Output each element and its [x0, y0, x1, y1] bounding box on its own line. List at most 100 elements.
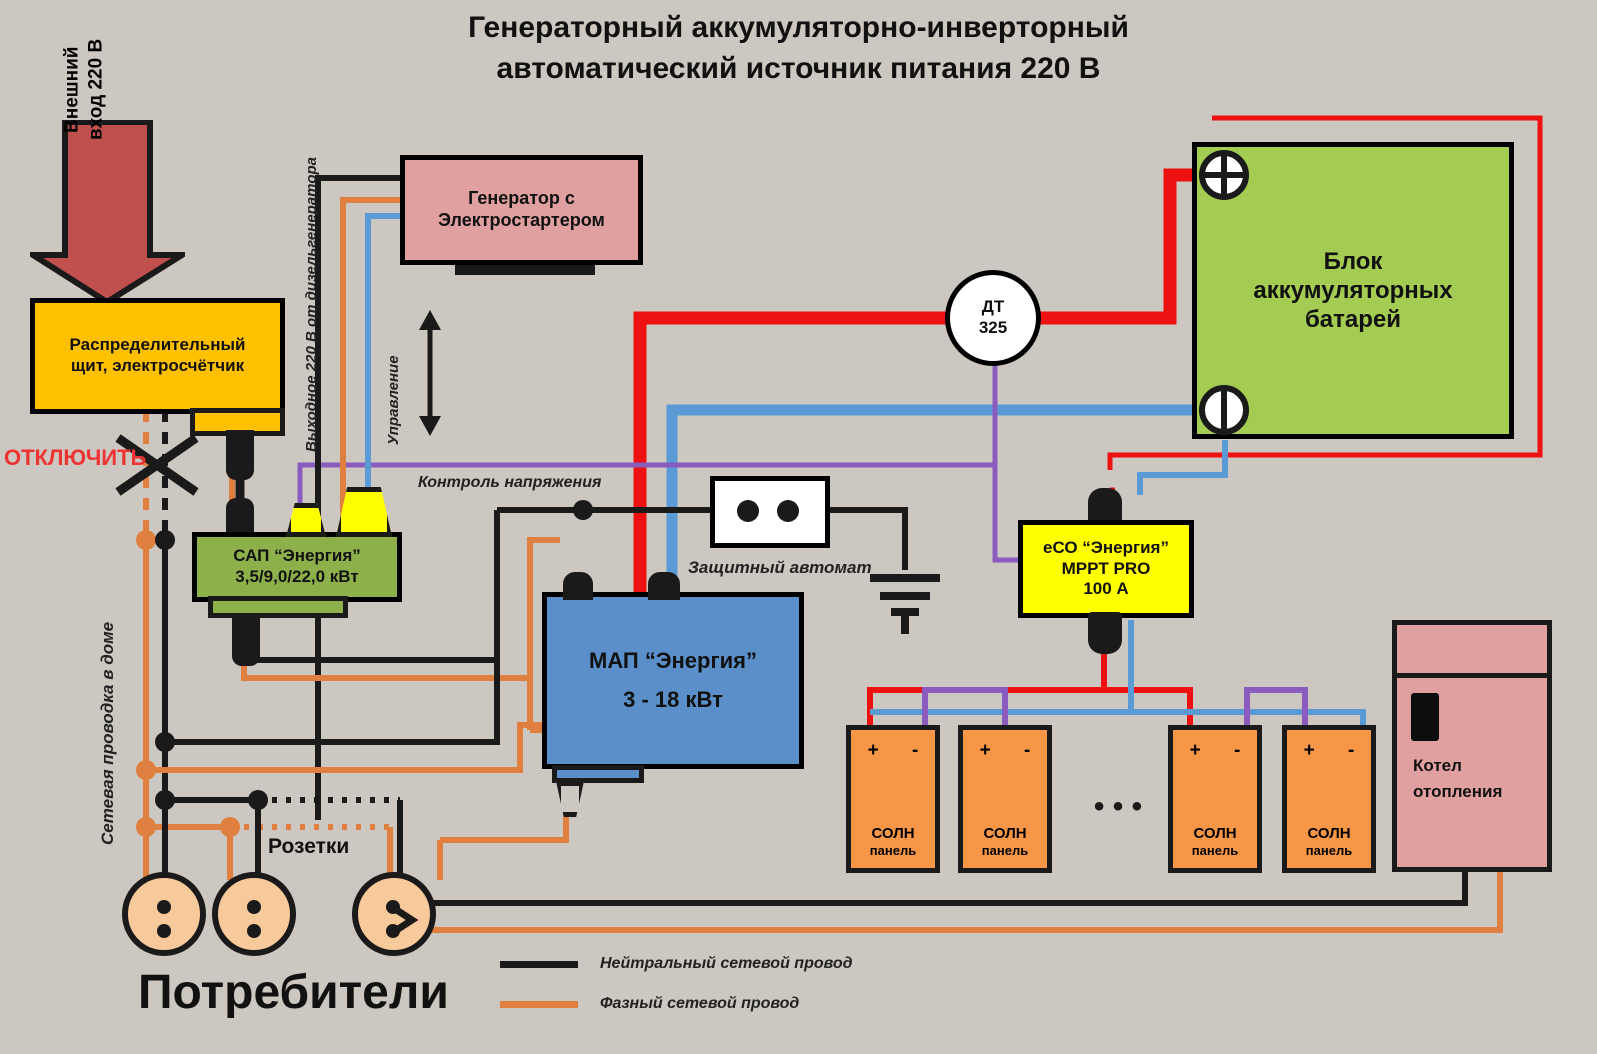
solar-plus-2: +: [979, 740, 991, 761]
solar-minus-3: -: [1234, 740, 1241, 761]
socket-connector-icon: [390, 904, 419, 936]
plug-panel-out: [226, 430, 254, 480]
solar-sub-3: панель: [1191, 843, 1239, 859]
socket-3[interactable]: [352, 872, 436, 956]
junction-dot: [155, 530, 175, 550]
solar-title-2: СОЛН: [983, 824, 1027, 842]
junction-dot: [248, 790, 268, 810]
solar-minus-4: -: [1348, 740, 1355, 761]
mppt-box[interactable]: еСО “Энергия” MPPT PRO 100 А: [1018, 520, 1194, 618]
map-line-2: 3 - 18 кВт: [623, 686, 723, 712]
solar-panel-4[interactable]: + - СОЛН панель: [1282, 725, 1376, 873]
title-line-1: Генераторный аккумуляторно-инверторный: [468, 11, 1129, 44]
control-arrow-head-up: [419, 310, 441, 330]
wire-solar-link-purple-2: [1244, 687, 1308, 730]
solar-minus-2: -: [1024, 740, 1031, 761]
wire-dt-control-purple: [297, 358, 998, 510]
map-plug-right: [648, 572, 680, 600]
mppt-line-1: еСО “Энергия”: [1043, 537, 1169, 557]
breaker-caption: Защитный автомат: [688, 558, 872, 577]
solar-sub-2: панель: [981, 843, 1029, 859]
legend-label-neutral: Нейтральный сетевой провод: [600, 955, 853, 972]
map-foot: [552, 765, 644, 783]
map-plug-left: [563, 572, 593, 600]
solar-title-4: СОЛН: [1307, 824, 1351, 842]
map-box[interactable]: МАП “Энергия” 3 - 18 кВт: [542, 592, 804, 769]
socket-hole: [157, 900, 171, 914]
wire-boiler-phase: [400, 870, 1503, 933]
sap-foot: [208, 596, 348, 618]
boiler-line-2: отопления: [1413, 781, 1503, 801]
solar-title-1: СОЛН: [871, 824, 915, 842]
socket-1[interactable]: [122, 872, 206, 956]
legend-row-neutral: Нейтральный сетевой провод: [500, 955, 853, 973]
map-line-1: МАП “Энергия”: [589, 647, 757, 673]
wire-gen-phase-orange: [340, 197, 405, 515]
disconnect-x-line-2: [115, 434, 199, 496]
sap-line-2: 3,5/9,0/22,0 кВт: [235, 567, 359, 586]
plug-sap-out: [232, 614, 260, 666]
wire-battery-minus-mppt: [1137, 440, 1228, 495]
solar-plus-4: +: [1303, 740, 1315, 761]
legend: Нейтральный сетевой провод Фазный сетево…: [500, 955, 853, 1013]
generator-line-2: Электростартером: [438, 210, 605, 230]
boiler-box[interactable]: Котел отопления: [1392, 620, 1552, 872]
breaker-box[interactable]: [710, 476, 830, 548]
generator-box[interactable]: Генератор с Электростартером: [400, 155, 643, 265]
legend-swatch-phase: [500, 1000, 578, 1008]
external-input-label: Внешний вход 220 В: [61, 38, 107, 140]
dt-line-1: ДТ: [981, 297, 1005, 317]
socket-2[interactable]: [212, 872, 296, 956]
socket-hole: [157, 924, 171, 938]
solar-ellipsis: • • •: [1093, 790, 1143, 823]
wire-boiler-neutral: [400, 870, 1468, 906]
wire-gen-control-blue: [365, 213, 405, 520]
solar-plus-3: +: [1189, 740, 1201, 761]
consumers-label: Потребители: [138, 966, 449, 1019]
solar-panel-1[interactable]: + - СОЛН панель: [846, 725, 940, 873]
page-title: Генераторный аккумуляторно-инверторный а…: [0, 8, 1597, 89]
junction-dot: [155, 732, 175, 752]
junction-dot: [155, 790, 175, 810]
solar-title-3: СОЛН: [1193, 824, 1237, 842]
mppt-line-2: MPPT PRO: [1061, 558, 1151, 578]
battery-block-box[interactable]: Блок аккумуляторных батарей: [1192, 142, 1514, 439]
socket-hole: [247, 924, 261, 938]
dt-line-2: 325: [978, 318, 1008, 337]
solar-panel-3[interactable]: + - СОЛН панель: [1168, 725, 1262, 873]
mppt-plug-bottom: [1088, 612, 1122, 654]
boiler-display: [1411, 693, 1439, 741]
wire-battery-loop-red: [1107, 115, 1543, 470]
junction-dot: [136, 530, 156, 550]
junction-dot: [136, 817, 156, 837]
sap-box[interactable]: САП “Энергия” 3,5/9,0/22,0 кВт: [192, 532, 402, 602]
arrow-shape: [22, 119, 193, 306]
control-arrow-head-down: [419, 416, 441, 436]
wire-mppt-solar-blue-right: [1131, 709, 1366, 730]
external-input-arrow: Внешний вход 220 В: [22, 39, 193, 306]
wire-breaker-right-ground: [828, 507, 908, 570]
solar-sub-4: панель: [1305, 843, 1353, 859]
solar-panel-2[interactable]: + - СОЛН панель: [958, 725, 1052, 873]
distribution-panel-line-2: щит, электросчётчик: [70, 356, 245, 375]
boiler-top-panel: [1397, 625, 1547, 678]
generator-line-1: Генератор с: [468, 188, 575, 209]
home-wiring-label: Сетевая проводка в доме: [98, 621, 117, 845]
legend-row-phase: Фазный сетевой провод: [500, 995, 853, 1013]
sockets-label: Розетки: [268, 835, 350, 858]
generator-output-label: Выходное 220 В от дизельгенератора: [303, 157, 320, 452]
wire-dc-plus-to-map: [633, 311, 960, 600]
legend-label-phase: Фазный сетевой провод: [600, 995, 800, 1012]
boiler-line-1: Котел: [1413, 756, 1462, 775]
voltage-control-label: Контроль напряжения: [418, 474, 602, 491]
distribution-panel-line-1: Распределительный: [69, 335, 246, 355]
wire-dt-to-mppt-purple: [992, 465, 1020, 563]
sap-line-1: САП “Энергия”: [233, 546, 361, 566]
mppt-line-3: 100 А: [1083, 579, 1129, 599]
distribution-panel-box[interactable]: Распределительный щит, электросчётчик: [30, 298, 285, 414]
solar-minus-1: -: [912, 740, 919, 761]
dt-sensor[interactable]: ДТ 325: [945, 270, 1041, 366]
socket-hole: [247, 900, 261, 914]
wire-bus-black-1: [165, 690, 500, 745]
